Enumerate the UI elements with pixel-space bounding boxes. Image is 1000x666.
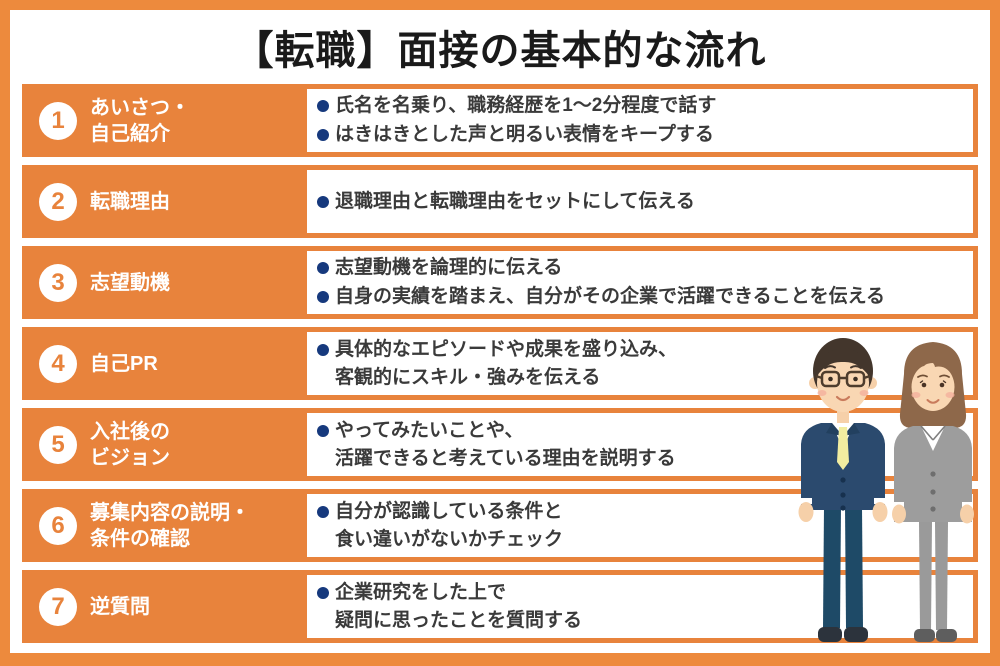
step-row-3: 3 志望動機 志望動機を論理的に伝える 自身の実績を踏まえ、自分がその企業で活躍… bbox=[22, 246, 978, 319]
bullet-text: やってみたいことや、 活躍できると考えている理由を説明する bbox=[335, 419, 676, 469]
step-row-2: 2 転職理由 退職理由と転職理由をセットにして伝える bbox=[22, 165, 978, 238]
step-row-6: 6 募集内容の説明・ 条件の確認 自分が認識している条件と 食い違いがないかチェ… bbox=[22, 489, 978, 562]
bullet-text: 志望動機を論理的に伝える bbox=[335, 257, 563, 279]
bullet-point: やってみたいことや、 活躍できると考えている理由を説明する bbox=[315, 417, 965, 472]
step-row-5: 5 入社後の ビジョン やってみたいことや、 活躍できると考えている理由を説明す… bbox=[22, 408, 978, 481]
step-row-4: 4 自己PR 具体的なエピソードや成果を盛り込み、 客観的にスキル・強みを伝える bbox=[22, 327, 978, 400]
bullet-icon bbox=[317, 100, 329, 113]
bullet-icon bbox=[317, 343, 329, 356]
step-number-badge: 4 bbox=[39, 344, 77, 383]
bullet-icon bbox=[317, 262, 329, 275]
step-number-badge: 1 bbox=[39, 101, 77, 140]
step-label: あいさつ・ 自己紹介 bbox=[90, 96, 190, 145]
bullet-text: 企業研究をした上で 疑問に思ったことを質問する bbox=[335, 581, 583, 631]
step-number-badge: 5 bbox=[39, 425, 77, 464]
step-label: 転職理由 bbox=[90, 190, 170, 213]
bullet-text: 具体的なエピソードや成果を盛り込み、 客観的にスキル・強みを伝える bbox=[335, 338, 678, 388]
bullet-point: 自分が認識している条件と 食い違いがないかチェック bbox=[315, 498, 965, 553]
step-number-badge: 3 bbox=[39, 263, 77, 302]
step-content: 退職理由と転職理由をセットにして伝える bbox=[306, 169, 974, 234]
step-row-1: 1 あいさつ・ 自己紹介 氏名を名乗り、職務経歴を1〜2分程度で話す はきはきと… bbox=[22, 84, 978, 157]
bullet-point: 具体的なエピソードや成果を盛り込み、 客観的にスキル・強みを伝える bbox=[315, 336, 965, 391]
step-label: 自己PR bbox=[90, 352, 158, 375]
step-label: 募集内容の説明・ 条件の確認 bbox=[90, 501, 250, 550]
step-number-badge: 2 bbox=[39, 182, 77, 221]
step-content: 氏名を名乗り、職務経歴を1〜2分程度で話す はきはきとした声と明るい表情をキープ… bbox=[306, 88, 974, 153]
step-content: 具体的なエピソードや成果を盛り込み、 客観的にスキル・強みを伝える bbox=[306, 331, 974, 396]
steps-list: 1 あいさつ・ 自己紹介 氏名を名乗り、職務経歴を1〜2分程度で話す はきはきと… bbox=[22, 84, 978, 643]
bullet-text: 氏名を名乗り、職務経歴を1〜2分程度で話す bbox=[335, 95, 717, 117]
bullet-point: はきはきとした声と明るい表情をキープする bbox=[315, 121, 965, 149]
bullet-icon bbox=[317, 129, 329, 141]
bullet-text: 自身の実績を踏まえ、自分がその企業で活躍できることを伝える bbox=[335, 286, 886, 307]
bullet-icon bbox=[317, 505, 329, 518]
bullet-icon bbox=[317, 424, 329, 437]
step-content: 志望動機を論理的に伝える 自身の実績を踏まえ、自分がその企業で活躍できることを伝… bbox=[306, 250, 974, 315]
bullet-icon bbox=[317, 291, 329, 303]
bullet-icon bbox=[317, 195, 329, 208]
page-title: 【転職】面接の基本的な流れ bbox=[233, 29, 767, 73]
bullet-text: 自分が認識している条件と 食い違いがないかチェック bbox=[335, 500, 564, 550]
step-number-badge: 7 bbox=[39, 587, 77, 626]
bullet-point: 企業研究をした上で 疑問に思ったことを質問する bbox=[315, 579, 965, 634]
step-row-7: 7 逆質問 企業研究をした上で 疑問に思ったことを質問する bbox=[22, 570, 978, 643]
step-number-badge: 6 bbox=[39, 506, 77, 545]
bullet-point: 志望動機を論理的に伝える bbox=[315, 254, 965, 282]
bullet-text: はきはきとした声と明るい表情をキープする bbox=[335, 124, 714, 145]
step-label: 志望動機 bbox=[90, 271, 170, 294]
step-label: 逆質問 bbox=[90, 595, 150, 618]
step-content: やってみたいことや、 活躍できると考えている理由を説明する bbox=[306, 412, 974, 477]
bullet-icon bbox=[317, 586, 329, 599]
content-panel: 【転職】面接の基本的な流れ 1 あいさつ・ 自己紹介 氏名を名乗り、職務経歴を1… bbox=[10, 10, 990, 653]
step-label: 入社後の ビジョン bbox=[90, 420, 170, 469]
bullet-text: 退職理由と転職理由をセットにして伝える bbox=[335, 190, 695, 212]
step-content: 企業研究をした上で 疑問に思ったことを質問する bbox=[306, 574, 974, 639]
bullet-point: 自身の実績を踏まえ、自分がその企業で活躍できることを伝える bbox=[315, 283, 965, 311]
bullet-point: 退職理由と転職理由をセットにして伝える bbox=[315, 188, 965, 216]
step-content: 自分が認識している条件と 食い違いがないかチェック bbox=[306, 493, 974, 558]
bullet-point: 氏名を名乗り、職務経歴を1〜2分程度で話す bbox=[315, 92, 965, 120]
